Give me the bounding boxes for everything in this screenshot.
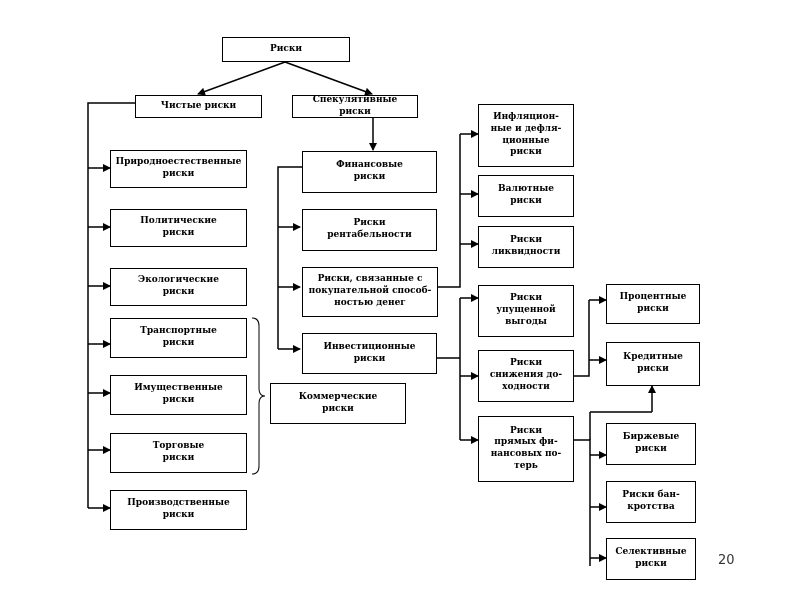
node-profitability-risks-label: Риски рентабельности xyxy=(327,218,412,240)
node-natural-risks-label: Природноестественные риски xyxy=(115,157,242,179)
node-speculative-risks-label: Спекулятивные риски xyxy=(312,94,398,117)
node-direct-loss-risks: Риски прямых фи- нансовых по- терь xyxy=(478,416,574,482)
node-financial-risks-label: Финансовые риски xyxy=(336,160,403,182)
node-transport-risks-label: Транспортные риски xyxy=(140,326,217,348)
brace-commercial xyxy=(251,317,266,475)
node-exchange-risks-label: Биржевые риски xyxy=(622,432,680,454)
node-transport-risks: Транспортные риски xyxy=(110,318,247,358)
node-selective-risks: Селективные риски xyxy=(606,538,696,580)
node-interest-risks: Процентные риски xyxy=(606,284,700,324)
node-production-risks-label: Производственные риски xyxy=(127,498,230,520)
node-profitability-risks: Риски рентабельности xyxy=(302,209,437,251)
node-liquidity-risks: Риски ликвидности xyxy=(478,226,574,268)
node-inflation-risks-label: Инфляцион- ные и дефля- ционные риски xyxy=(490,112,562,158)
connector-root-speculative xyxy=(284,61,373,96)
node-commercial-risks: Коммерческие риски xyxy=(270,383,406,424)
node-currency-risks-label: Валютные риски xyxy=(498,184,554,206)
node-production-risks: Производственные риски xyxy=(110,490,247,530)
node-ecological-risks-label: Экологические риски xyxy=(138,275,219,297)
node-ecological-risks: Экологические риски xyxy=(110,268,247,306)
node-yield-drop-risks-label: Риски снижения до- ходности xyxy=(489,358,563,392)
node-purchasing-power-risks: Риски, связанные с покупательной способ-… xyxy=(302,267,438,317)
node-root-label: Риски xyxy=(269,43,303,54)
node-speculative-risks: Спекулятивные риски xyxy=(292,95,418,118)
node-commercial-risks-label: Коммерческие риски xyxy=(298,391,378,414)
node-political-risks: Политические риски xyxy=(110,209,247,247)
node-bankruptcy-risks-label: Риски бан- кротства xyxy=(622,490,680,512)
connector-yield-spine xyxy=(573,300,590,377)
connector-direct-spine xyxy=(574,439,591,566)
node-trade-risks-label: Торговые риски xyxy=(152,441,205,463)
connector-spec-spine xyxy=(277,166,302,349)
node-property-risks: Имущественные риски xyxy=(110,375,247,415)
node-interest-risks-label: Процентные риски xyxy=(619,292,687,314)
connector-purchasing-spine xyxy=(438,134,461,288)
node-credit-risks: Кредитные риски xyxy=(606,342,700,386)
node-yield-drop-risks: Риски снижения до- ходности xyxy=(478,350,574,402)
node-pure-risks-label: Чистые риски xyxy=(160,100,237,111)
node-investment-risks-label: Инвестиционные риски xyxy=(323,341,416,364)
node-financial-risks: Финансовые риски xyxy=(302,151,437,193)
node-bankruptcy-risks: Риски бан- кротства xyxy=(606,481,696,523)
node-investment-risks: Инвестиционные риски xyxy=(302,333,437,374)
node-selective-risks-label: Селективные риски xyxy=(615,547,687,569)
page-number: 20 xyxy=(718,553,735,568)
node-exchange-risks: Биржевые риски xyxy=(606,423,696,465)
node-lost-profit-risks-label: Риски упущенной выгоды xyxy=(496,293,556,327)
node-pure-risks: Чистые риски xyxy=(135,95,262,118)
node-property-risks-label: Имущественные риски xyxy=(134,383,223,405)
node-lost-profit-risks: Риски упущенной выгоды xyxy=(478,285,574,337)
connector-pure-spine xyxy=(87,102,136,508)
node-currency-risks: Валютные риски xyxy=(478,175,574,217)
node-purchasing-power-risks-label: Риски, связанные с покупательной способ-… xyxy=(308,274,432,308)
node-root: Риски xyxy=(222,37,350,62)
connector-root-pure xyxy=(197,61,286,96)
node-inflation-risks: Инфляцион- ные и дефля- ционные риски xyxy=(478,104,574,167)
node-trade-risks: Торговые риски xyxy=(110,433,247,473)
node-direct-loss-risks-label: Риски прямых фи- нансовых по- терь xyxy=(490,425,562,471)
node-political-risks-label: Политические риски xyxy=(140,216,217,238)
node-liquidity-risks-label: Риски ликвидности xyxy=(491,235,561,257)
node-natural-risks: Природноестественные риски xyxy=(110,150,247,188)
node-credit-risks-label: Кредитные риски xyxy=(623,352,683,374)
